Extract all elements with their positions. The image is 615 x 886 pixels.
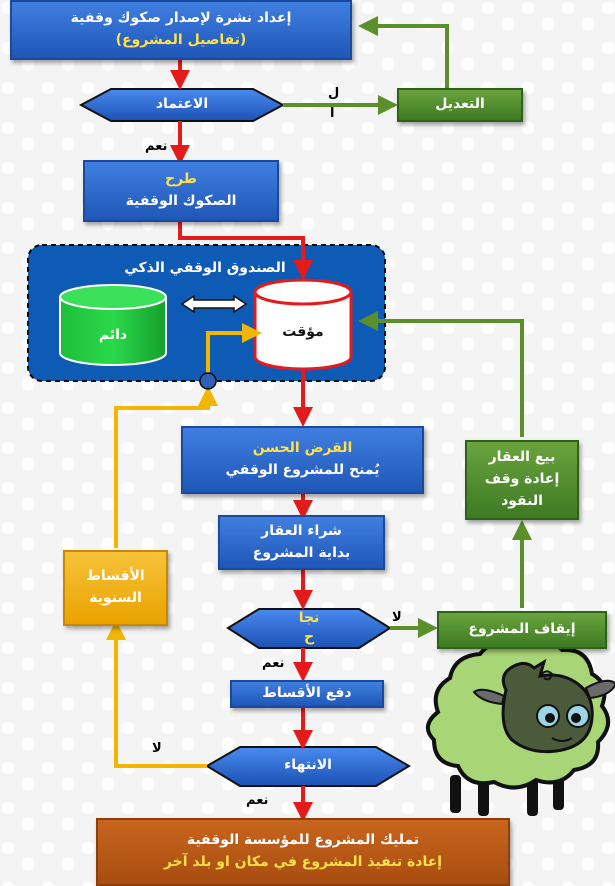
approval-label: الاعتماد — [155, 96, 209, 112]
installments-box: دفع الأقساط — [230, 680, 384, 708]
loan-box: القرض الحسن يُمنح للمشروع الوقفي — [181, 426, 424, 494]
end-label: الانتهاء — [284, 757, 332, 773]
yes-label-approval: نعم — [145, 139, 168, 154]
offer-box: طرح الصكوك الوقفية — [83, 160, 279, 222]
prepare-line1: إعداد نشرة لإصدار صكوك وقفية — [70, 10, 292, 27]
double-arrow-icon — [180, 294, 248, 314]
final-line1: تمليك المشروع للمؤسسة الوقفية — [186, 832, 420, 849]
arrow-dot-to-temporary — [206, 323, 262, 374]
permanent-cylinder — [59, 284, 167, 366]
permanent-label: دائم — [98, 327, 128, 343]
offer-line1: طرح — [165, 171, 197, 188]
yes-label-success: نعم — [262, 656, 285, 671]
annual-line2: السنوية — [89, 590, 142, 606]
stop-box: إيقاف المشروع — [437, 611, 607, 649]
amend-label: التعديل — [435, 96, 485, 113]
yes-label-end: نعم — [246, 793, 269, 808]
arrow-end-to-annual — [106, 620, 207, 768]
junction-dot — [199, 372, 217, 390]
annual-line1: الأقساط — [86, 568, 145, 585]
end-diamond — [205, 746, 411, 787]
sheep-mascot-icon — [426, 636, 615, 816]
arrow-amend-to-prepare — [358, 16, 449, 88]
prepare-line2: (تفاصيل المشروع) — [115, 32, 247, 48]
final-line2: إعادة تنفيذ المشروع في مكان او بلد آخر — [163, 854, 443, 870]
annual-box: الأقساط السنوية — [63, 550, 168, 626]
no-label-top-1: ل — [328, 86, 340, 101]
sell-box: بيع العقار إعادة وقف النقود — [465, 440, 579, 520]
no-label-top-2: ا — [330, 106, 335, 121]
loan-line2: يُمنح للمشروع الوقفي — [225, 462, 380, 478]
arrow-offer-to-temporary — [178, 222, 313, 280]
purchase-line1: شراء العقار — [261, 522, 342, 539]
loan-line1: القرض الحسن — [252, 440, 353, 457]
success-label: نجا ح — [258, 609, 360, 647]
no-label-success: لا — [392, 610, 402, 625]
sell-line1: بيع العقار — [488, 449, 556, 466]
sell-line3: النقود — [501, 492, 543, 509]
final-box: تمليك المشروع للمؤسسة الوقفية إعادة تنفي… — [96, 818, 510, 886]
success-line1: نجا — [298, 610, 320, 626]
installments-label: دفع الأقساط — [262, 685, 352, 702]
no-label-end: لا — [152, 741, 162, 756]
temporary-cylinder — [253, 278, 353, 371]
arrow-sell-to-temporary — [358, 311, 524, 437]
stop-label: إيقاف المشروع — [468, 621, 576, 638]
offer-line2: الصكوك الوقفية — [125, 193, 237, 209]
temporary-label: مؤقت — [282, 324, 324, 340]
fund-title: الصندوق الوقفي الذكي — [124, 260, 286, 276]
purchase-line2: بداية المشروع — [252, 544, 351, 561]
prepare-box: إعداد نشرة لإصدار صكوك وقفية (تفاصيل الم… — [10, 0, 352, 60]
success-line2: ح — [303, 628, 315, 645]
sell-line2: إعادة وقف — [484, 471, 560, 488]
amend-box: التعديل — [397, 88, 523, 122]
arrow-annual-to-fund — [114, 386, 218, 548]
purchase-box: شراء العقار بداية المشروع — [218, 515, 385, 570]
